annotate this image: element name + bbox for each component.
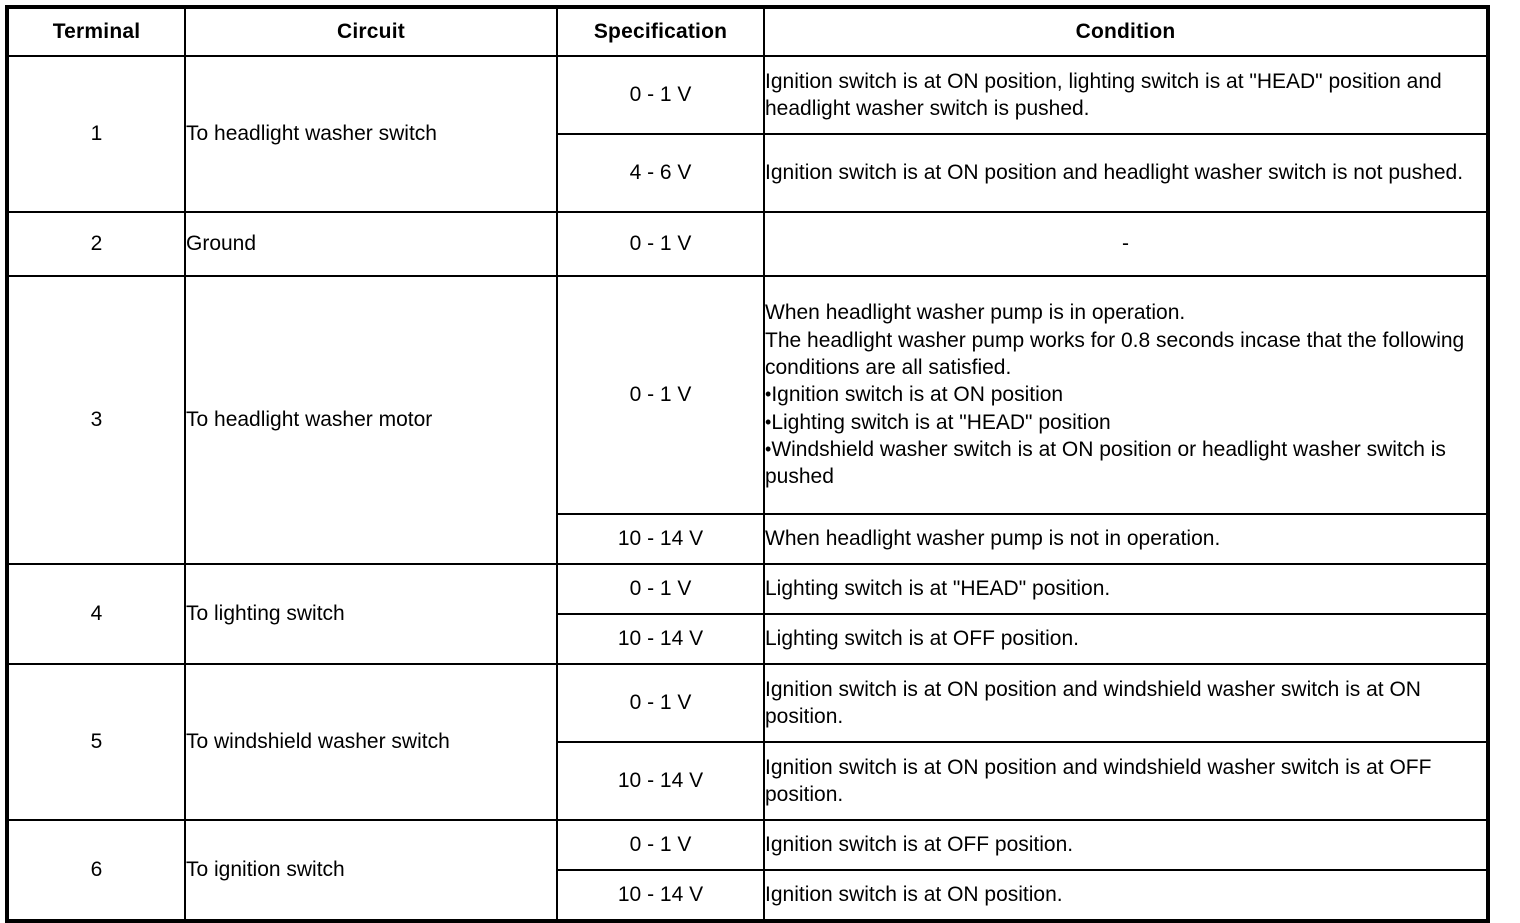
circuit-description: To windshield washer switch bbox=[184, 663, 558, 821]
column-header-circuit: Circuit bbox=[184, 6, 558, 57]
terminal-specification-table: Terminal Circuit Specification Condition… bbox=[5, 5, 1490, 923]
condition-text: Lighting switch is at OFF position. bbox=[763, 613, 1489, 665]
specification-value: 10 - 14 V bbox=[556, 869, 765, 922]
terminal-number: 2 bbox=[6, 211, 186, 277]
circuit-description: To headlight washer switch bbox=[184, 55, 558, 213]
table-row: 10 - 14 V Lighting switch is at OFF posi… bbox=[7, 613, 1489, 665]
circuit-description: Ground bbox=[184, 211, 558, 277]
terminal-number: 4 bbox=[6, 563, 186, 665]
specification-value: 0 - 1 V bbox=[556, 55, 765, 135]
specification-value: 10 - 14 V bbox=[556, 741, 765, 821]
specification-value: 0 - 1 V bbox=[556, 663, 765, 743]
table-row: 5 To windshield washer switch 0 - 1 V Ig… bbox=[6, 663, 1489, 821]
specification-value: 4 - 6 V bbox=[556, 133, 765, 213]
terminal-number: 1 bbox=[6, 55, 186, 213]
bullet-icon: • bbox=[765, 411, 772, 432]
specification-value: 0 - 1 V bbox=[556, 819, 765, 871]
condition-text: Ignition switch is at ON position and wi… bbox=[763, 741, 1489, 821]
circuit-description: To ignition switch bbox=[184, 819, 558, 922]
condition-text: Ignition switch is at ON position. bbox=[763, 869, 1489, 922]
list-item-label: Windshield washer switch is at ON positi… bbox=[765, 437, 1446, 489]
table-row: 2 Ground 0 - 1 V - bbox=[6, 211, 1489, 277]
table-row: 10 - 14 V When headlight washer pump is … bbox=[7, 513, 1489, 565]
column-header-terminal: Terminal bbox=[6, 6, 186, 57]
list-item-label: Lighting switch is at "HEAD" position bbox=[771, 410, 1111, 434]
terminal-number: 3 bbox=[6, 275, 186, 565]
list-item: •Windshield washer switch is at ON posit… bbox=[765, 436, 1486, 491]
condition-text: When headlight washer pump is not in ope… bbox=[763, 513, 1489, 565]
circuit-description: To headlight washer motor bbox=[184, 275, 558, 565]
terminal-number: 5 bbox=[6, 663, 186, 821]
column-header-specification: Specification bbox=[556, 6, 765, 57]
condition-line: The headlight washer pump works for 0.8 … bbox=[765, 328, 1465, 380]
condition-text: Ignition switch is at OFF position. bbox=[763, 819, 1489, 871]
condition-text: When headlight washer pump is in operati… bbox=[763, 275, 1489, 515]
condition-bullet-list: •Ignition switch is at ON position •Ligh… bbox=[765, 381, 1486, 490]
condition-text: Ignition switch is at ON position and wi… bbox=[763, 663, 1489, 743]
table-row: 4 - 6 V Ignition switch is at ON positio… bbox=[7, 133, 1489, 213]
terminal-number: 6 bbox=[6, 819, 186, 922]
column-header-condition: Condition bbox=[763, 6, 1489, 57]
specification-value: 0 - 1 V bbox=[556, 275, 765, 515]
table-row: 3 To headlight washer motor 0 - 1 V When… bbox=[6, 275, 1489, 565]
specification-value: 0 - 1 V bbox=[556, 563, 765, 615]
bullet-icon: • bbox=[765, 384, 772, 405]
specification-value: 10 - 14 V bbox=[556, 613, 765, 665]
document-sheet: Terminal Circuit Specification Condition… bbox=[5, 5, 1490, 923]
table-header: Terminal Circuit Specification Condition bbox=[6, 6, 1489, 57]
list-item: •Lighting switch is at "HEAD" position bbox=[765, 409, 1486, 436]
condition-text: Ignition switch is at ON position, light… bbox=[763, 55, 1489, 135]
list-item-label: Ignition switch is at ON position bbox=[771, 383, 1064, 407]
table-row: 6 To ignition switch 0 - 1 V Ignition sw… bbox=[6, 819, 1489, 922]
table-row: 10 - 14 V Ignition switch is at ON posit… bbox=[7, 741, 1489, 821]
list-item: •Ignition switch is at ON position bbox=[765, 381, 1486, 408]
condition-text: Lighting switch is at "HEAD" position. bbox=[763, 563, 1489, 615]
condition-line: When headlight washer pump is in operati… bbox=[765, 301, 1186, 325]
condition-text: Ignition switch is at ON position and he… bbox=[763, 133, 1489, 213]
circuit-description: To lighting switch bbox=[184, 563, 558, 665]
bullet-icon: • bbox=[765, 438, 772, 459]
specification-value: 0 - 1 V bbox=[556, 211, 765, 277]
table-body: 1 To headlight washer switch 0 - 1 V Ign… bbox=[6, 55, 1489, 922]
table-row: 1 To headlight washer switch 0 - 1 V Ign… bbox=[6, 55, 1489, 213]
specification-value: 10 - 14 V bbox=[556, 513, 765, 565]
table-row: 4 To lighting switch 0 - 1 V Lighting sw… bbox=[6, 563, 1489, 665]
condition-text: - bbox=[763, 211, 1489, 277]
header-row: Terminal Circuit Specification Condition bbox=[6, 6, 1489, 57]
